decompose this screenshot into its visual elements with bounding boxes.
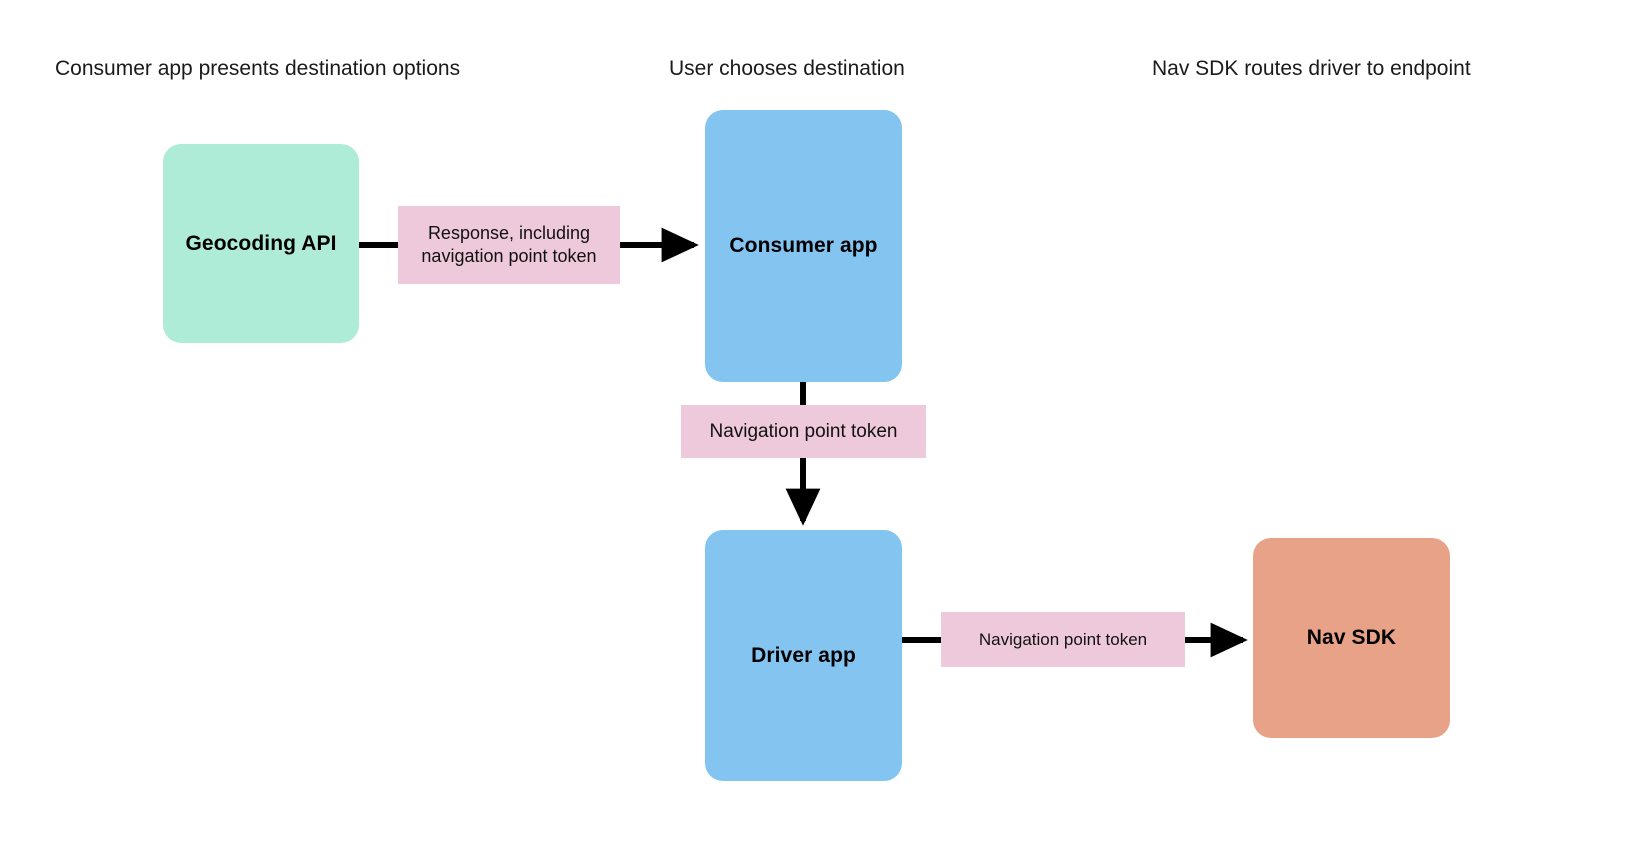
- column-header-user-chooses: User chooses destination: [669, 57, 905, 80]
- edge-label-consumer-to-driver: Navigation point token: [681, 405, 926, 458]
- node-consumer-app[interactable]: Consumer app: [705, 110, 902, 382]
- column-header-nav-sdk: Nav SDK routes driver to endpoint: [1152, 57, 1471, 80]
- node-driver-app-label: Driver app: [751, 643, 856, 667]
- edge-label-geocoding-to-consumer: Response, including navigation point tok…: [398, 206, 620, 284]
- node-nav-sdk[interactable]: Nav SDK: [1253, 538, 1450, 738]
- node-geocoding-api[interactable]: Geocoding API: [163, 144, 359, 343]
- node-nav-sdk-label: Nav SDK: [1306, 626, 1397, 649]
- node-geocoding-api-label: Geocoding API: [185, 231, 337, 255]
- column-header-consumer-app: Consumer app presents destination option…: [55, 57, 461, 80]
- node-driver-app[interactable]: Driver app: [705, 530, 902, 781]
- node-consumer-app-label: Consumer app: [729, 234, 878, 257]
- edge-label-driver-to-navsdk: Navigation point token: [941, 612, 1185, 667]
